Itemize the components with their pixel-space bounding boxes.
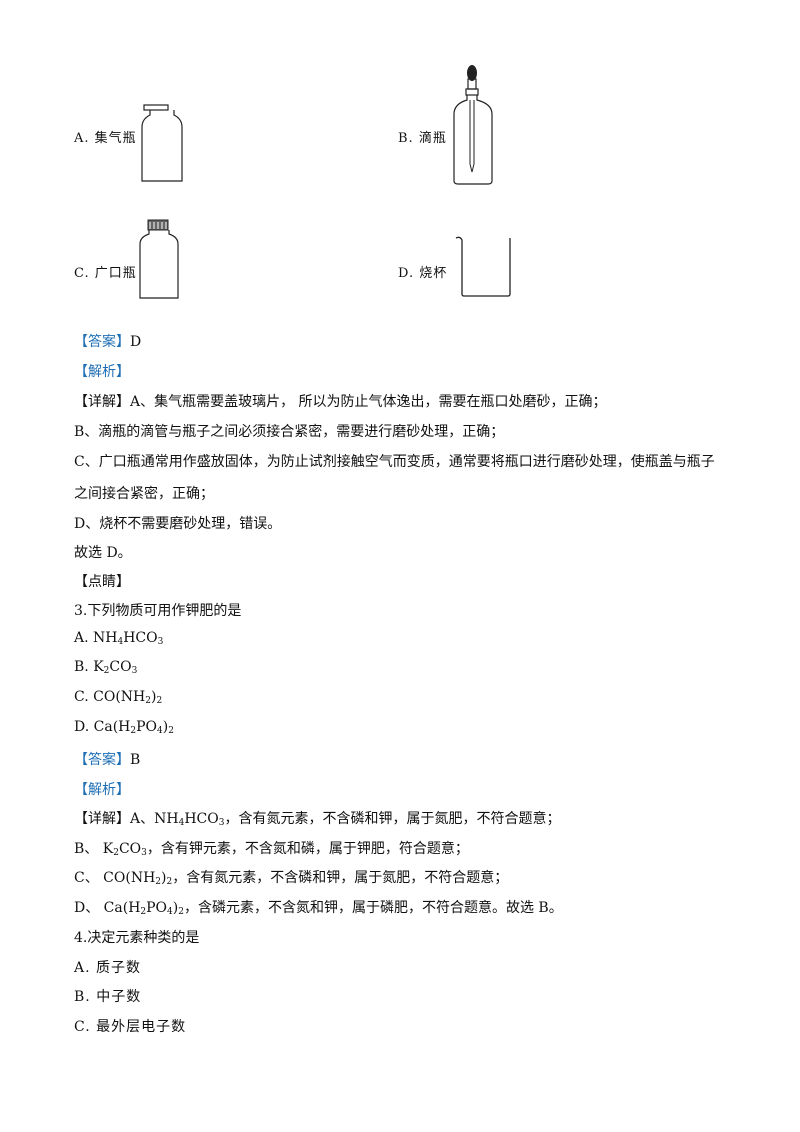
detail-tag: 【详解】 <box>74 394 130 410</box>
formula-part: Ca(H <box>93 719 131 735</box>
q3-analysis-tag: 【解析】 <box>74 782 130 798</box>
subscript: 3 <box>218 818 225 828</box>
formula-part: NH <box>93 630 118 646</box>
detail-text: ) <box>172 900 179 916</box>
answer-tag: 【答案】 <box>74 752 130 768</box>
detail-text: D、 Ca(H <box>74 900 141 916</box>
formula-part: HCO <box>123 630 158 646</box>
q3-detail-line-2: B、 K2CO3，含有钾元素，不含氮和磷，属于钾肥，符合题意； <box>74 838 469 858</box>
detail-text: CO <box>118 841 142 857</box>
q4-option-a: A. 质子数 <box>74 960 142 976</box>
q4-option-b: B. 中子数 <box>74 989 142 1005</box>
q3-option-a: A. NH4HCO3 <box>74 630 163 647</box>
subscript: 2 <box>103 666 110 676</box>
subscript: 3 <box>157 637 164 647</box>
option-prefix: B. <box>74 659 94 675</box>
detail-text: B、 K <box>74 841 114 857</box>
detail-text: A、NH <box>130 811 179 827</box>
option-a-label: A. 集气瓶 <box>74 131 137 146</box>
q2-analysis-tag: 【解析】 <box>74 364 130 380</box>
detail-text: ，含有氮元素，不含磷和钾，属于氮肥，不符合题意； <box>224 811 561 827</box>
q2-detail-line-1: 【详解】A、集气瓶需要盖玻璃片， 所以为防止气体逸出，需要在瓶口处磨砂，正确； <box>74 391 607 411</box>
subscript: 2 <box>156 696 163 706</box>
q3-detail-line-1: 【详解】A、NH4HCO3，含有氮元素，不含磷和钾，属于氮肥，不符合题意； <box>74 808 560 828</box>
subscript: 2 <box>178 907 184 917</box>
subscript: 4 <box>178 818 185 828</box>
q3-option-d: D. Ca(H2PO4)2 <box>74 719 174 736</box>
subscript: 2 <box>168 726 174 736</box>
dropping-bottle-image <box>453 65 493 185</box>
q3-detail-line-3: C、 CO(NH2)2，含有氮元素，不含磷和钾，属于氮肥，不符合题意； <box>74 867 508 887</box>
formula-part: PO <box>136 719 158 735</box>
subscript: 4 <box>167 907 173 917</box>
q2-detail-line-3: C、广口瓶通常用作盛放固体，为防止试剂接触空气而变质，通常要将瓶口进行磨砂处理，… <box>74 454 715 470</box>
q2-answer: 【答案】D <box>74 331 141 351</box>
q2-detail-line-2: B、滴瓶的滴管与瓶子之间必须接合紧密，需要进行磨砂处理，正确； <box>74 424 505 440</box>
formula-part: CO(NH <box>93 689 146 705</box>
detail-text: C、 CO(NH <box>74 870 156 886</box>
formula-part: CO <box>109 659 132 675</box>
option-d-label: D. 烧杯 <box>398 266 448 281</box>
q2-comment-tag: 【点睛】 <box>74 574 130 590</box>
option-c-label: C. 广口瓶 <box>74 266 137 281</box>
wide-mouth-bottle-image <box>139 219 179 299</box>
detail-tag: 【详解】 <box>74 811 130 827</box>
detail-text: PO <box>146 900 168 916</box>
subscript: 3 <box>131 666 138 676</box>
subscript: 4 <box>117 637 124 647</box>
q2-detail-line-4: 之间接合紧密，正确； <box>74 486 214 502</box>
q2-detail-line-6: 故选 D。 <box>74 545 132 561</box>
gas-collecting-bottle-image <box>141 104 183 182</box>
detail-text: ) <box>161 870 167 886</box>
option-prefix: D. <box>74 719 94 735</box>
detail-text: A、集气瓶需要盖玻璃片， 所以为防止气体逸出，需要在瓶口处磨砂，正确； <box>130 394 607 410</box>
q3-detail-line-4: D、 Ca(H2PO4)2，含磷元素，不含氮和钾，属于磷肥，不符合题意。故选 B… <box>74 897 563 917</box>
q3-answer: 【答案】B <box>74 749 140 769</box>
detail-text: ，含磷元素，不含氮和钾，属于磷肥，不符合题意。故选 B。 <box>183 900 563 916</box>
answer-tag: 【答案】 <box>74 334 130 350</box>
detail-text: ，含有氮元素，不含磷和钾，属于氮肥，不符合题意； <box>172 870 509 886</box>
formula-part: ) <box>150 689 157 705</box>
q3-stem: 3.下列物质可用作钾肥的是 <box>74 603 242 619</box>
q2-detail-line-5: D、烧杯不需要磨砂处理，错误。 <box>74 516 282 532</box>
subscript: 2 <box>155 877 162 887</box>
q4-option-c: C. 最外层电子数 <box>74 1019 187 1035</box>
subscript: 2 <box>140 907 147 917</box>
answer-value: D <box>130 334 142 350</box>
option-b-label: B. 滴瓶 <box>398 131 447 146</box>
q4-stem: 4.决定元素种类的是 <box>74 930 200 946</box>
subscript: 4 <box>157 726 163 736</box>
subscript: 2 <box>166 877 173 887</box>
subscript: 2 <box>130 726 137 736</box>
formula-part: ) <box>162 719 169 735</box>
subscript: 3 <box>141 848 147 858</box>
q3-option-c: C. CO(NH2)2 <box>74 689 162 706</box>
q3-option-b: B. K2CO3 <box>74 659 137 676</box>
subscript: 2 <box>113 848 119 858</box>
formula-part: K <box>93 659 104 675</box>
answer-value: B <box>130 752 141 768</box>
detail-text: ，含有钾元素，不含氮和磷，属于钾肥，符合题意； <box>146 841 469 857</box>
option-prefix: C. <box>74 689 94 705</box>
beaker-image <box>455 236 511 297</box>
option-prefix: A. <box>74 630 94 646</box>
detail-text: HCO <box>184 811 219 827</box>
subscript: 2 <box>145 696 151 706</box>
